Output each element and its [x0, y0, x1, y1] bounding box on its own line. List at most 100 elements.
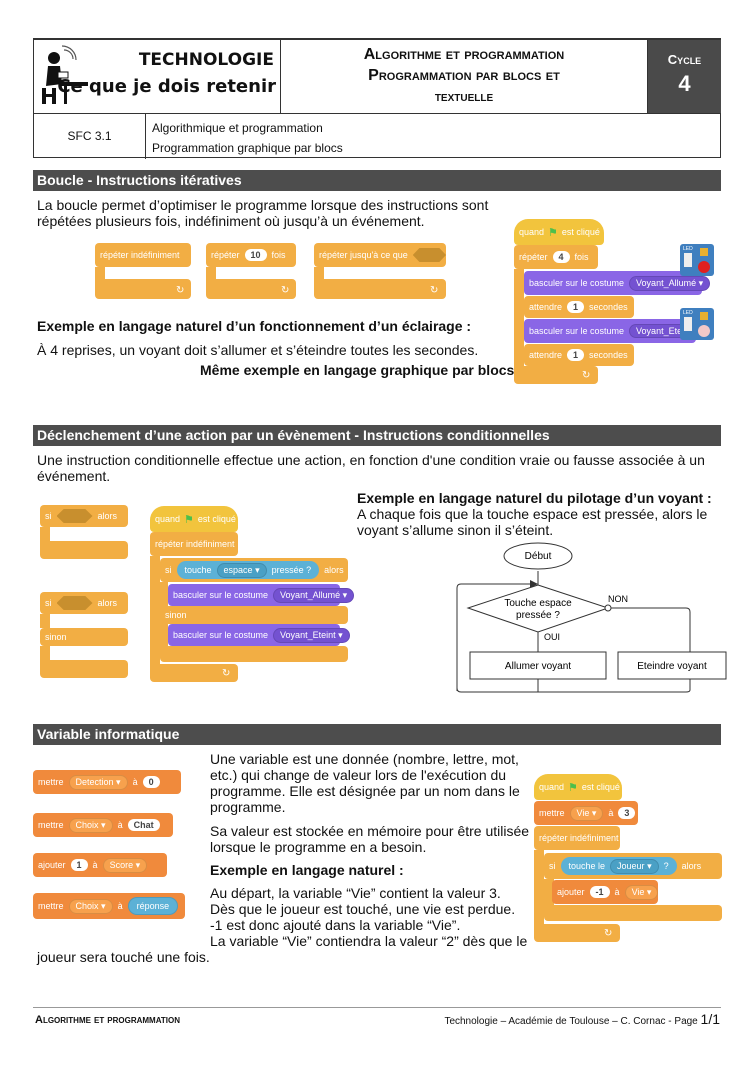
variable-dropdown[interactable]: Detection ▾ — [68, 774, 128, 790]
led-off-icon: LED — [680, 308, 714, 340]
sprite-dropdown[interactable]: Joueur ▾ — [610, 858, 659, 874]
costume-dropdown[interactable]: Voyant_Eteint ▾ — [273, 627, 350, 643]
value-input[interactable]: 3 — [618, 807, 636, 819]
loop-arrow-icon: ↻ — [582, 370, 591, 381]
conditionals-example-line-1: A chaque fois que la touche espace est p… — [357, 506, 708, 522]
costume-label: basculer sur le costume — [529, 278, 625, 288]
then-label: alors — [324, 565, 344, 575]
repeat-prefix: répéter — [211, 250, 240, 260]
switch-costume-off-block: basculer sur le costume Voyant_Eteint — [524, 319, 699, 343]
repeat-block-bottom — [206, 279, 296, 299]
block-mid: à — [614, 887, 620, 897]
flow-start-node — [503, 542, 573, 570]
sprite-name: Joueur — [617, 860, 645, 871]
variable-dropdown[interactable]: Vie ▾ — [569, 805, 604, 821]
forever-block-top: répéter indéfiniment — [95, 243, 191, 267]
sfc-description: Algorithmique et programmation Programma… — [152, 118, 343, 158]
block-mid: à — [117, 820, 123, 830]
repeat-suffix: fois — [574, 252, 589, 262]
variables-example-line-3: -1 est donc ajouté dans la variable “Vie… — [210, 917, 461, 933]
add-vie-block: ajouter -1 à Vie ▾ — [552, 880, 659, 904]
green-flag-icon: ⚑ — [184, 513, 194, 526]
variables-example-title: Exemple en langage naturel : — [210, 862, 404, 878]
variable-name: Detection — [75, 776, 114, 787]
then-label: alors — [681, 861, 702, 871]
document-title: Algorithme et programmation Programmatio… — [281, 40, 648, 113]
green-flag-icon: ⚑ — [548, 226, 558, 239]
block-mid: à — [117, 901, 123, 911]
variables-storage-line-1: Sa valeur est stockée en mémoire pour êt… — [210, 823, 530, 839]
flow-action-yes — [469, 651, 607, 680]
costume-dropdown[interactable]: Voyant_Allumé ▾ — [273, 587, 355, 603]
value-input[interactable]: -1 — [589, 886, 610, 898]
repeat-until-block-arm — [314, 267, 324, 279]
condition-slot[interactable] — [56, 596, 93, 610]
forever-block-bottom — [95, 279, 191, 299]
wait-input[interactable]: 1 — [567, 349, 585, 361]
hat-quand: quand — [539, 782, 565, 792]
set-choix-block: mettre Choix ▾ à Chat — [33, 813, 173, 837]
loops-example-title: Exemple en langage naturel d’un fonction… — [37, 318, 472, 334]
if-block-bottom — [40, 541, 128, 559]
if-else-row: si touche espace ▾ pressée ? alors — [160, 558, 348, 582]
conditionals-intro-line-2: événement. — [37, 468, 111, 484]
costume-dropdown[interactable]: Voyant_Allumé ▾ — [629, 275, 711, 291]
flow-no-line — [456, 607, 691, 693]
forever-bottom — [150, 664, 238, 682]
variables-storage-line-2: lorsque le programme en a besoin. — [210, 839, 427, 855]
sfc-line-2: Programmation graphique par blocs — [152, 141, 343, 155]
question-mark: ? — [663, 861, 669, 871]
if-else-bottom — [40, 660, 128, 678]
variable-dropdown[interactable]: Choix ▾ — [68, 898, 113, 914]
touch-label: touche le — [568, 861, 606, 871]
variables-example-last: joueur sera touché une fois. — [37, 949, 210, 965]
header-left-cell: TECHNOLOGIE Ce que je dois retenir — [34, 40, 281, 113]
if-else-bottom — [160, 646, 348, 662]
condition-slot[interactable] — [412, 248, 446, 262]
block-mid: à — [92, 860, 98, 870]
footer-left: Algorithme et programmation — [35, 1014, 181, 1026]
value-input[interactable]: Chat — [127, 819, 160, 831]
flow-connector — [604, 604, 612, 612]
key-value: espace — [223, 564, 253, 575]
set-detection-block: mettre Detection ▾ à 0 — [33, 770, 181, 794]
section-heading-loops: Boucle - Instructions itératives — [33, 170, 721, 191]
key-label: touche — [184, 565, 212, 575]
flow-yes-label: OUI — [544, 632, 560, 642]
repeat-prefix: répéter — [519, 252, 548, 262]
if-arm — [40, 527, 50, 541]
variable-name: Choix — [75, 900, 99, 911]
led-label: LED — [683, 246, 693, 252]
costume-label: basculer sur le costume — [529, 326, 625, 336]
variable-name: Vie — [576, 807, 590, 818]
led-on-icon: LED — [680, 244, 714, 276]
variable-dropdown[interactable]: Vie ▾ — [624, 884, 659, 900]
condition-slot[interactable] — [56, 509, 93, 523]
loop-arrow-icon: ↻ — [281, 285, 290, 296]
answer-reporter[interactable]: réponse — [127, 897, 179, 915]
wait-input[interactable]: 1 — [567, 301, 585, 313]
hat-est-clique: est cliqué — [581, 782, 620, 792]
led-connector — [684, 317, 692, 331]
value-input[interactable]: 0 — [142, 776, 160, 788]
block-mid: à — [132, 777, 138, 787]
variable-dropdown[interactable]: Choix ▾ — [68, 817, 113, 833]
flow-action-no-label: Eteindre voyant — [637, 661, 707, 672]
loops-intro-line-1: La boucle permet d’optimiser le programm… — [37, 197, 489, 213]
pressed-label: pressée ? — [271, 565, 312, 575]
repeat-count-input[interactable]: 10 — [244, 249, 267, 261]
key-dropdown[interactable]: espace ▾ — [216, 562, 267, 578]
loop-arrow-icon: ↻ — [430, 285, 439, 296]
repeat-count-input[interactable]: 4 — [552, 251, 570, 263]
variable-dropdown[interactable]: Score ▾ — [102, 857, 148, 873]
header-table: TECHNOLOGIE Ce que je dois retenir Algor… — [33, 38, 721, 159]
cycle-number: 4 — [678, 71, 691, 96]
forever-arm — [150, 556, 160, 664]
led-label: LED — [683, 310, 693, 316]
if-touching-row: si touche le Joueur ▾ ? alors — [544, 853, 722, 879]
forever-bottom — [534, 924, 620, 942]
loops-intro-line-2: répétées plusieurs fois, indéfiniment où… — [37, 213, 425, 229]
flow-decision-node — [466, 584, 610, 633]
value-input[interactable]: 1 — [70, 859, 88, 871]
variable-name: Choix — [75, 819, 99, 830]
